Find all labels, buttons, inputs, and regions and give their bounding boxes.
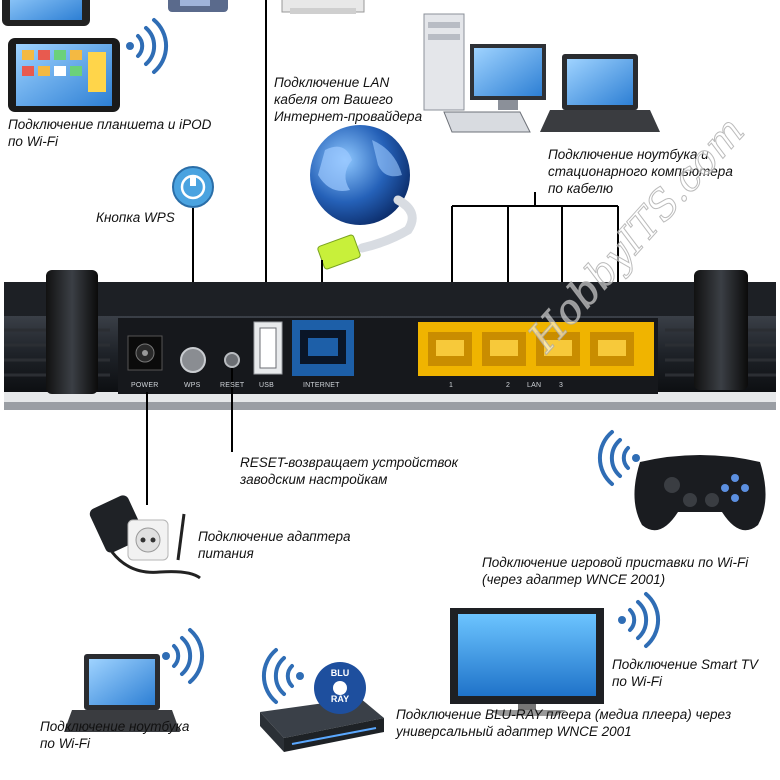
smart-tv-icon	[450, 608, 604, 716]
wps-button-icon	[172, 166, 214, 208]
port-label-usb: USB	[259, 382, 274, 389]
wifi-icon-laptop	[162, 628, 205, 684]
port-label-power: POWER	[131, 382, 159, 389]
wifi-icon-controller	[597, 430, 640, 486]
port-label-lan-title: LAN	[527, 382, 542, 389]
port-label-lan3: 3	[559, 382, 564, 389]
laptop-icon-wifi	[64, 654, 180, 732]
caption-power-adapter: Подключение адаптера питания	[198, 529, 351, 561]
internet-globe-icon	[310, 125, 417, 270]
antenna-right	[694, 270, 748, 390]
wifi-icon-tv	[618, 592, 661, 648]
port-label-lan2: 2	[506, 382, 511, 389]
laptop-icon-wired	[540, 54, 660, 132]
power-port	[127, 335, 163, 371]
top-device-middle	[168, 0, 228, 12]
port-label-internet: INTERNET	[303, 382, 340, 389]
internet-port	[292, 320, 354, 376]
caption-reset: RESET-возвращает устройствок заводским н…	[240, 455, 458, 487]
caption-smart-tv: Подключение Smart TV по Wi-Fi	[612, 657, 758, 689]
caption-lan-cable: Подключение LAN кабеля от Вашего Интерне…	[274, 75, 423, 124]
wifi-icon-tablet	[126, 18, 169, 74]
port-label-lan1: 1	[449, 382, 454, 389]
usb-port	[253, 321, 283, 375]
port-label-wps: WPS	[184, 382, 201, 389]
caption-game-console: Подключение игровой приставки по Wi-Fi (…	[482, 555, 749, 587]
port-label-reset: RESET	[220, 382, 245, 389]
caption-laptop-pc: Подключение ноутбука и стационарного ком…	[548, 147, 733, 196]
wifi-icon-bluray	[261, 648, 304, 704]
wps-port-button	[180, 347, 206, 373]
game-controller-icon	[634, 455, 766, 531]
desktop-pc-icon	[423, 13, 546, 133]
reset-port-button	[224, 352, 240, 368]
top-device-left	[2, 0, 90, 26]
caption-laptop-wifi: Подключение ноутбука по Wi-Fi	[40, 719, 190, 751]
top-printer	[281, 0, 365, 14]
router-back-panel	[4, 282, 776, 410]
caption-bluray: Подключение BLU-RAY плеера (медиа плеера…	[396, 707, 732, 739]
antenna-left	[46, 270, 98, 394]
power-adapter-icon	[89, 495, 201, 580]
tablet-icon	[8, 38, 120, 112]
caption-wps: Кнопка WPS	[96, 210, 175, 225]
bluray-disc-line1: BLU	[330, 668, 350, 678]
lan-ports	[418, 322, 654, 376]
caption-tablet: Подключение планшета и iPOD по Wi-Fi	[8, 117, 212, 149]
bluray-disc-label: BLU RAY	[322, 668, 358, 704]
bluray-player-icon	[260, 662, 384, 752]
bluray-disc-line2: RAY	[330, 694, 350, 704]
